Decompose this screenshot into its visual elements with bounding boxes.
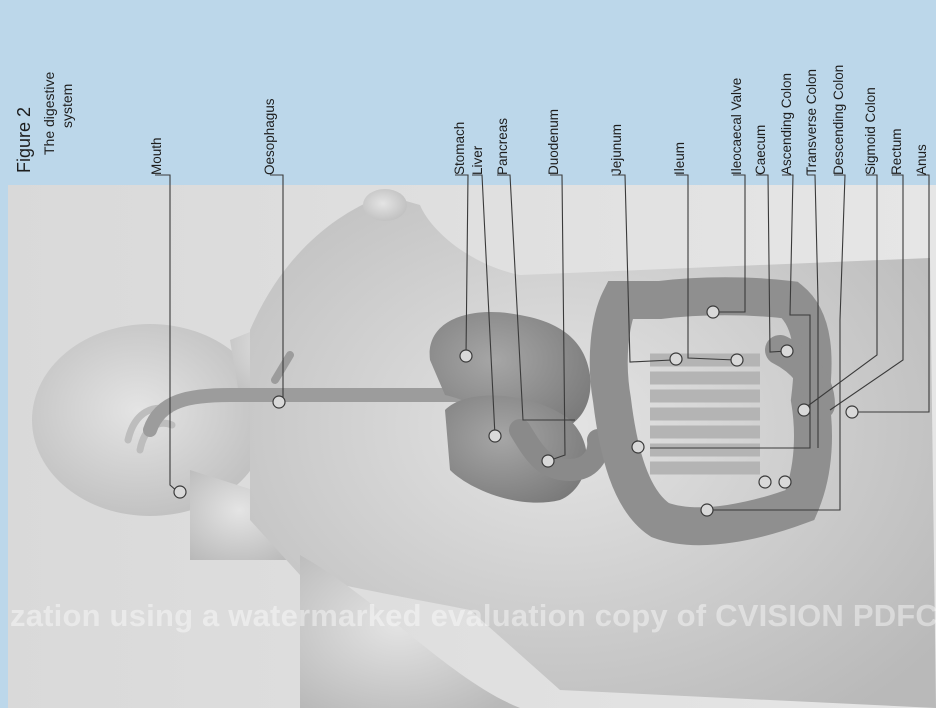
label-rectum: Rectum [889, 128, 905, 175]
marker-rectum [779, 476, 791, 488]
figure-subtitle-line2: system [60, 84, 75, 128]
marker-caecum [781, 345, 793, 357]
marker-stomach [460, 350, 472, 362]
label-jejunum: Jejunum [609, 124, 625, 175]
label-ileocaecal-valve: Ileocaecal Valve [729, 78, 745, 175]
figure-subtitle-line1: The digestive [42, 72, 57, 155]
label-mouth: Mouth [149, 137, 165, 175]
label-ileum: Ileum [672, 142, 688, 175]
label-caecum: Caecum [753, 125, 769, 175]
label-pancreas: Pancreas [495, 118, 511, 175]
small-intestine [650, 360, 760, 468]
label-transverse-colon: Transverse Colon [804, 69, 820, 175]
marker-transverse [759, 476, 771, 488]
label-stomach: Stomach [452, 122, 468, 175]
watermark-text: zation using a watermarked evaluation co… [10, 598, 936, 634]
marker-anus [846, 406, 858, 418]
label-descending-colon: Descending Colon [831, 65, 847, 175]
label-anus: Anus [914, 144, 930, 175]
marker-sigmoid [798, 404, 810, 416]
marker-jejunum [670, 353, 682, 365]
marker-liver [489, 430, 501, 442]
marker-mouth [174, 486, 186, 498]
label-duodenum: Duodenum [546, 109, 562, 175]
figure-title: Figure 2 [14, 107, 34, 173]
marker-descending [701, 504, 713, 516]
marker-ileocaecal [707, 306, 719, 318]
label-liver: Liver [470, 146, 486, 175]
marker-ascending [632, 441, 644, 453]
label-oesophagus: Oesophagus [262, 98, 278, 175]
label-sigmoid-colon: Sigmoid Colon [863, 87, 879, 175]
marker-oesophagus [273, 396, 285, 408]
label-ascending-colon: Ascending Colon [779, 73, 795, 175]
marker-ileum [731, 354, 743, 366]
marker-duodenum [542, 455, 554, 467]
